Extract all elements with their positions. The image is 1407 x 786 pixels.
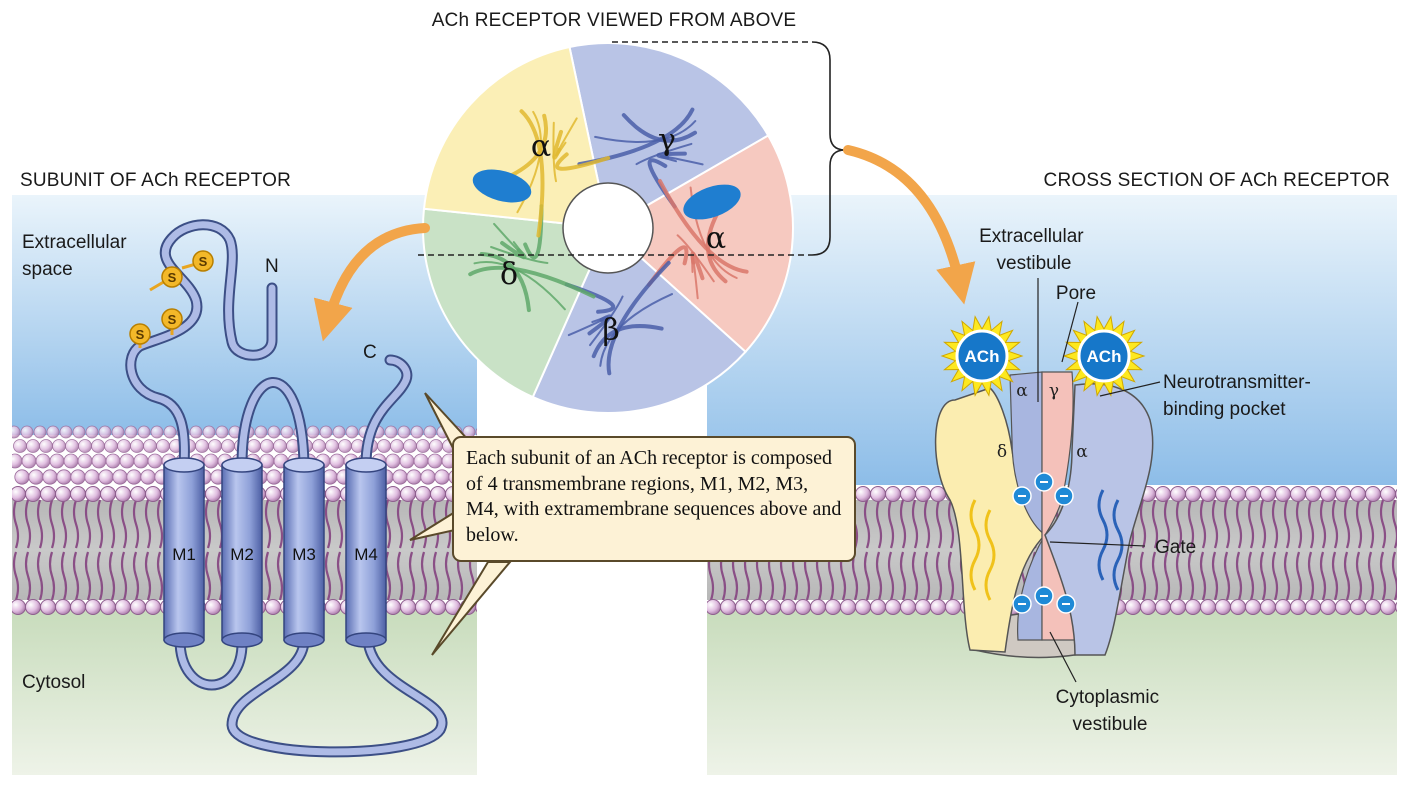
cross-section-title: CROSS SECTION OF ACh RECEPTOR — [1044, 170, 1390, 191]
extracellular-line-1: Extracellular — [22, 232, 127, 253]
cs-delta: δ — [997, 442, 1007, 462]
top-label-gamma: γ — [658, 123, 676, 158]
n-terminus-label: N — [265, 256, 279, 277]
cs-alpha-right: α — [1076, 442, 1088, 462]
svg-text:M3: M3 — [292, 545, 316, 564]
disulfide-s1: S — [162, 267, 182, 287]
subunit-title: SUBUNIT OF ACh RECEPTOR — [20, 170, 291, 191]
extracellular-line-2: space — [22, 259, 73, 280]
svg-text:S: S — [168, 270, 177, 285]
cs-gamma: γ — [1049, 381, 1059, 401]
disulfide-s2: S — [193, 251, 213, 271]
svg-text:M2: M2 — [230, 545, 254, 564]
segment-m1: M1 — [164, 458, 204, 647]
top-label-alpha-2: α — [706, 221, 726, 256]
pore-label: Pore — [1056, 283, 1096, 304]
svg-text:S: S — [168, 312, 177, 327]
gate-label: Gate — [1155, 537, 1196, 558]
segment-m3: M3 — [284, 458, 324, 647]
segment-m4: M4 — [346, 458, 386, 647]
top-label-delta: δ — [500, 257, 518, 292]
top-view-title: ACh RECEPTOR VIEWED FROM ABOVE — [432, 10, 797, 31]
central-pore — [563, 183, 653, 273]
c-terminus-label: C — [363, 342, 377, 363]
top-label-beta: β — [602, 313, 619, 348]
svg-text:M1: M1 — [172, 545, 196, 564]
svg-text:S: S — [136, 327, 145, 342]
top-label-alpha-1: α — [531, 129, 551, 164]
cs-alpha-left: α — [1016, 381, 1028, 401]
svg-text:ACh: ACh — [1087, 347, 1122, 366]
callout-box: Each subunit of an ACh receptor is compo… — [452, 436, 856, 562]
segment-m2: M2 — [222, 458, 262, 647]
svg-text:ACh: ACh — [965, 347, 1000, 366]
cytosol-label: Cytosol — [22, 672, 85, 693]
svg-text:M4: M4 — [354, 545, 378, 564]
disulfide-s4: S — [162, 309, 182, 329]
receptor-top-view: α γ α β δ — [423, 43, 793, 413]
svg-text:S: S — [199, 254, 208, 269]
disulfide-s3: S — [130, 324, 150, 344]
